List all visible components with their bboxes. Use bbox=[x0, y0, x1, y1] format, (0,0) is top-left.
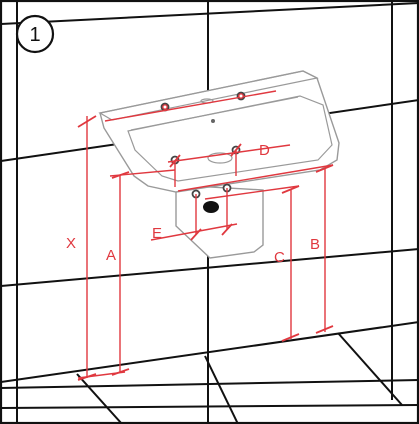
dimension-lines bbox=[77, 90, 334, 381]
sink-pedestal bbox=[175, 184, 264, 259]
step-badge-circle bbox=[15, 14, 55, 54]
sink-inner-basin bbox=[127, 95, 333, 182]
sink-back-deck bbox=[98, 70, 319, 121]
label-e: E bbox=[152, 225, 162, 242]
waste-outlet bbox=[203, 201, 219, 213]
tap-hole bbox=[211, 119, 215, 123]
sink-drain bbox=[207, 152, 233, 164]
label-d: D bbox=[259, 142, 270, 159]
label-b: B bbox=[310, 236, 320, 253]
step-badge: 1 bbox=[15, 14, 55, 54]
label-c: C bbox=[274, 249, 285, 266]
sink-tap-deck bbox=[130, 96, 299, 131]
step-number: 1 bbox=[29, 24, 40, 46]
marker-top-left bbox=[162, 104, 168, 110]
label-x: X bbox=[66, 235, 76, 252]
floor-tiles bbox=[0, 321, 419, 424]
marker-top-right bbox=[238, 93, 244, 99]
label-a: A bbox=[106, 247, 116, 264]
